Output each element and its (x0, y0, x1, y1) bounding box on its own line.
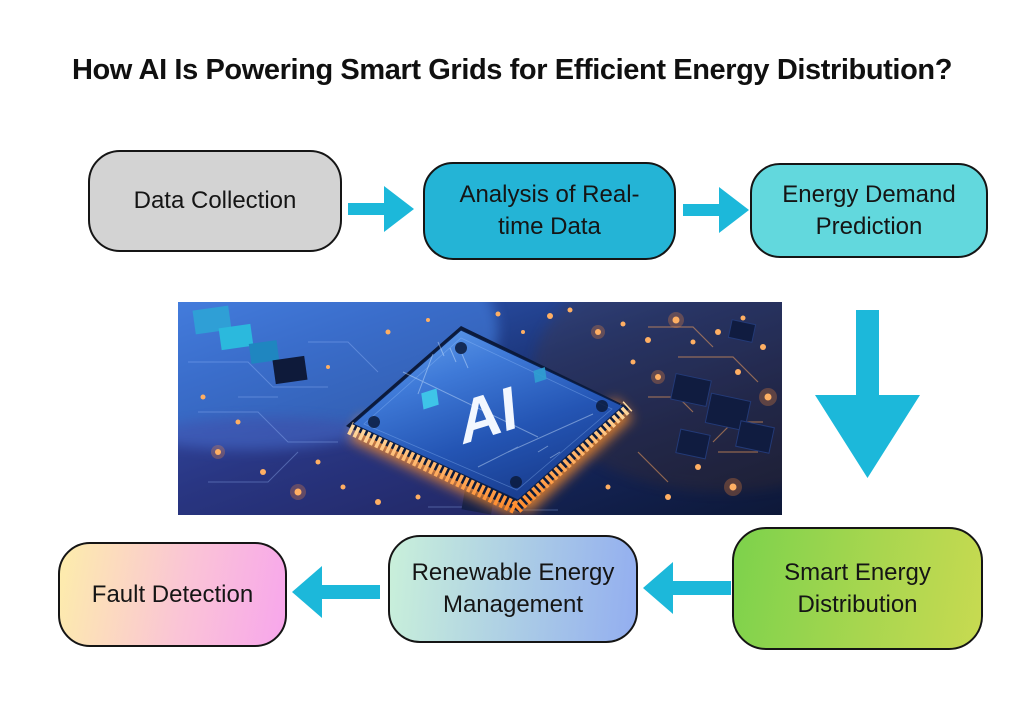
flow-box-label: Energy Demand Prediction (782, 180, 956, 240)
page-title: How AI Is Powering Smart Grids for Effic… (71, 54, 953, 86)
flow-box-label: Data Collection (133, 187, 297, 215)
flow-box-analysis-of-realtime-data: Analysis of Real-time Data (423, 162, 676, 260)
ai-chip-image: AI (178, 302, 782, 515)
flow-box-energy-demand-prediction: Energy Demand Prediction (750, 163, 988, 258)
arrow-down-shape (815, 310, 920, 478)
flow-box-label: Smart Energy Distribution (784, 558, 931, 618)
flow-box-label: Fault Detection (91, 580, 254, 608)
ai-chip: AI (346, 326, 633, 515)
chip-face (352, 329, 624, 501)
arrow-left-1 (643, 562, 731, 614)
flow-box-data-collection: Data Collection (88, 150, 342, 252)
flow-box-smart-energy-distribution: Smart Energy Distribution (732, 527, 983, 650)
solder-dots (200, 307, 772, 505)
arrow-right-1 (348, 186, 414, 232)
arrow-right-shape (348, 186, 414, 232)
board-components-right (670, 319, 775, 460)
arrow-right-2 (683, 187, 749, 233)
chip-accent-square (421, 388, 439, 410)
chip-label: AI (456, 372, 519, 458)
arrow-left-shape (292, 566, 380, 618)
arrow-left-shape (643, 562, 731, 614)
arrow-down (815, 310, 920, 478)
flow-box-label: Analysis of Real-time Data (459, 181, 640, 240)
board-components-top-left (192, 305, 495, 515)
flow-box-label: Renewable Energy Management (411, 559, 615, 618)
chip-accent-square (533, 367, 547, 383)
chip-surface-traces (402, 341, 594, 468)
arrow-right-shape (683, 187, 749, 233)
flow-box-renewable-energy-management: Renewable Energy Management (388, 535, 638, 643)
arrow-left-2 (292, 566, 380, 618)
chip-corner-dots (368, 342, 608, 488)
flow-box-fault-detection: Fault Detection (58, 542, 287, 647)
